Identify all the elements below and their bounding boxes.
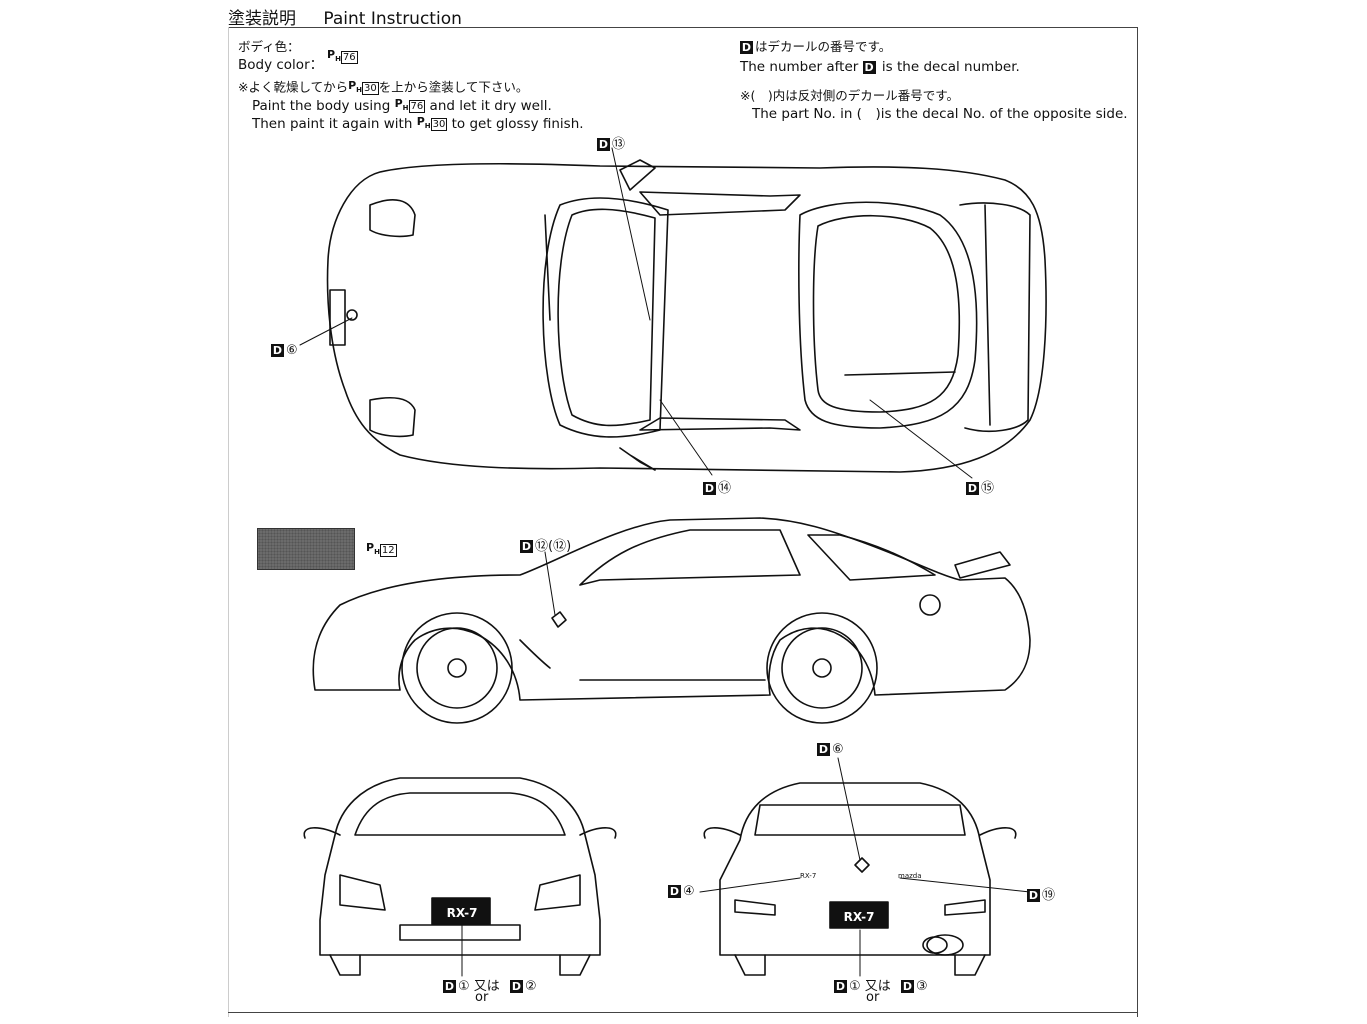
callout-leaders	[299, 147, 1031, 977]
rear-badge-right: mazda	[898, 872, 922, 880]
top-view-car	[326, 159, 1047, 473]
title-jp: 塗装説明	[228, 9, 296, 29]
frame-bottom-rule	[228, 1012, 1138, 1013]
rear-view-car	[703, 782, 1017, 976]
frame-left-rule	[228, 27, 229, 1017]
body-color-jp: ボディ色：	[238, 39, 300, 54]
frame-top-rule	[228, 27, 1138, 28]
title-en: Paint Instruction	[323, 9, 462, 29]
rear-badge-left: RX-7	[800, 872, 816, 880]
side-view-car	[312, 517, 1031, 724]
callout-front-or: or	[475, 990, 489, 1005]
opposite-note-jp: ※( )内は反対側のデカール番号です。	[740, 88, 959, 103]
decal-note-en: The number after D is the decal number.	[740, 59, 1020, 75]
front-view-car	[303, 777, 617, 976]
opposite-note-en: The part No. in ( )is the decal No. of t…	[752, 106, 1128, 122]
page-title: 塗装説明 Paint Instruction	[228, 4, 462, 29]
body-color-en: Body color：	[238, 57, 324, 73]
front-plate-text: RX-7	[447, 906, 478, 920]
callout-rear-or: or	[866, 990, 880, 1005]
frame-right-rule	[1137, 27, 1138, 1017]
paint-swatch	[257, 528, 355, 570]
rear-plate-text: RX-7	[844, 910, 875, 924]
